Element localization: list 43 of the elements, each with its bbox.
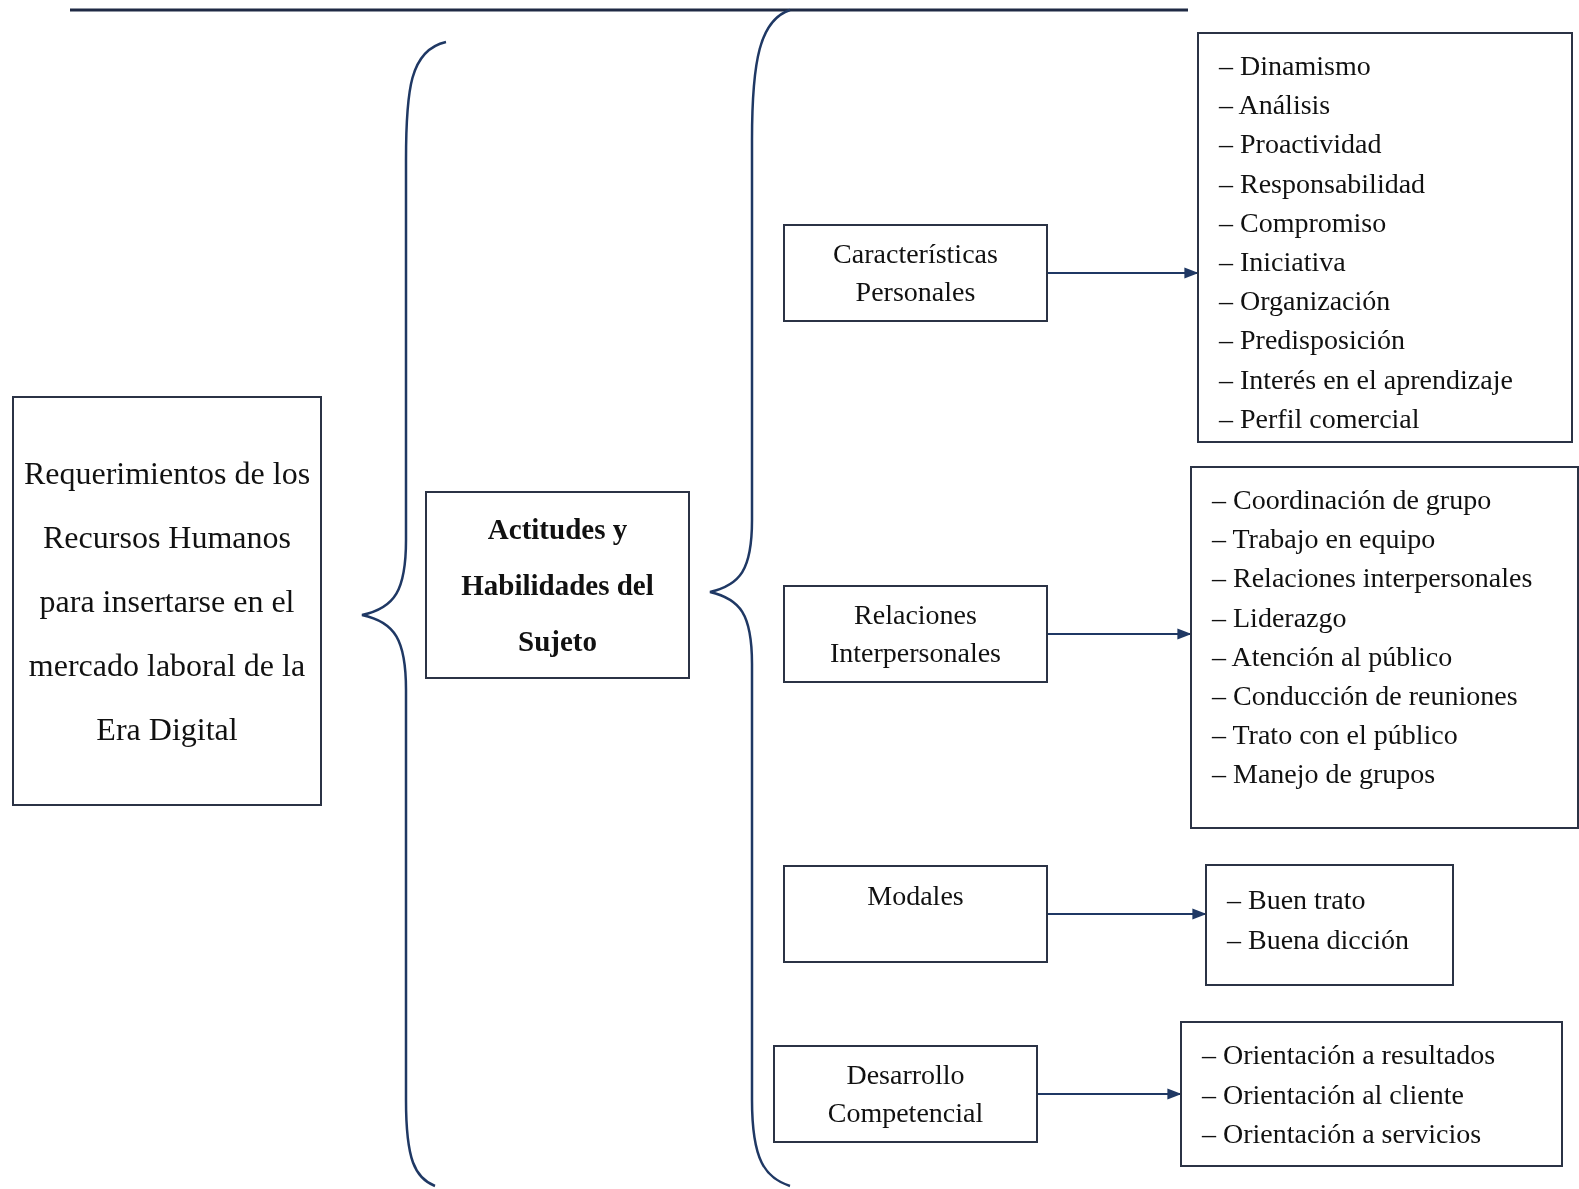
list-item: – Orientación a resultados (1202, 1038, 1496, 1072)
list-item: – Buen trato (1227, 883, 1366, 917)
box-label: Relaciones Interpersonales (828, 598, 1002, 670)
box-label: Desarrollo Competencial (826, 1058, 985, 1130)
box-label: Modales (867, 879, 964, 913)
arrow (1047, 908, 1207, 920)
list-item: – Trato con el público (1212, 718, 1458, 753)
concept-box (425, 491, 690, 679)
list-item: – Organización (1219, 284, 1391, 319)
arrow (1047, 628, 1192, 640)
concept-box (783, 585, 1048, 683)
concept-box (12, 396, 322, 806)
list-item: – Manejo de grupos (1212, 757, 1436, 792)
list-item: – Conducción de reuniones (1212, 679, 1518, 713)
list-item: – Proactividad (1219, 127, 1382, 162)
list-item: – Interés en el aprendizaje (1219, 362, 1513, 397)
list-item: – Orientación al cliente (1202, 1077, 1464, 1112)
list-item: – Dinamismo (1219, 49, 1371, 83)
list-item: – Iniciativa (1219, 245, 1346, 279)
list-box (1180, 1021, 1563, 1167)
list-item: – Coordinación de grupo (1212, 483, 1492, 517)
list-item: – Orientación a servicios (1202, 1117, 1482, 1151)
concept-box (773, 1045, 1038, 1143)
list-item: – Predisposición (1219, 323, 1405, 358)
arrow (1047, 267, 1199, 279)
list-item: – Perfil comercial (1219, 401, 1420, 436)
list-item: – Compromiso (1219, 205, 1387, 240)
list-item: – Responsabilidad (1219, 166, 1426, 201)
list-box (1190, 466, 1579, 829)
list-box (1197, 32, 1573, 443)
list-box (1205, 864, 1454, 986)
list-item: – Relaciones interpersonales (1212, 561, 1533, 596)
concept-box (783, 224, 1048, 322)
list-item: – Análisis (1219, 88, 1331, 123)
list-item: – Liderazgo (1212, 600, 1347, 635)
box-label: Características Personales (832, 237, 999, 309)
arrow (1037, 1088, 1182, 1100)
box-label: Requerimientos de los Recursos Humanos para insertarse en el mercado laboral de la Era Digital (22, 454, 312, 749)
box-label: Actitudes y Habilidades del Sujeto (460, 512, 655, 659)
list-item: – Atención al público (1212, 639, 1453, 674)
list-item: – Buena dicción (1227, 923, 1409, 957)
concept-box (783, 865, 1048, 963)
list-item: – Trabajo en equipo (1212, 522, 1436, 557)
